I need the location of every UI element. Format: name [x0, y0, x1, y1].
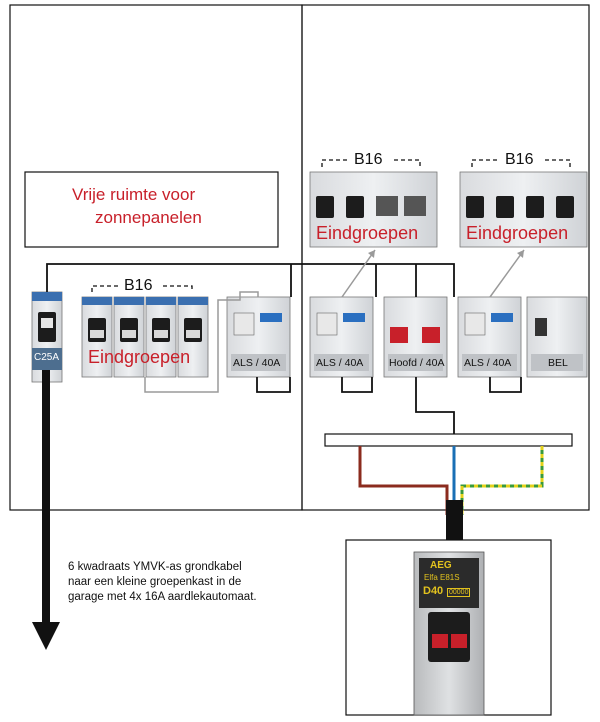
black-wiring — [46, 263, 522, 434]
grey-wiring — [144, 249, 525, 393]
breaker-als-mid — [309, 296, 374, 378]
main-cable — [446, 500, 463, 545]
label-als-left: ALS / 40A — [233, 357, 281, 369]
b16-bracket-left — [91, 285, 193, 292]
breaker-c25a — [31, 291, 63, 383]
label-als-right: ALS / 40A — [464, 357, 512, 369]
aeg-rating: D40 — [423, 585, 444, 597]
label-als-mid: ALS / 40A — [316, 357, 364, 369]
b16-bracket-right — [471, 159, 571, 167]
aeg-breaker — [413, 551, 485, 716]
free-space-box — [24, 171, 279, 248]
cable-note: 6 kwadraats YMVK-as grondkabel naar een … — [68, 560, 308, 605]
eindgroepen-label-left: Eindgroepen — [88, 347, 191, 367]
grey-arrowheads — [368, 250, 524, 258]
cable-note-line-2: naar een kleine groepenkast in de — [68, 576, 242, 588]
b16-bracket-mid — [321, 159, 421, 167]
top-mid-b16-breakers — [309, 171, 438, 248]
bell-transformer — [526, 296, 588, 378]
terminal-bar — [324, 433, 573, 447]
breaker-als-left — [226, 296, 291, 378]
b16-label-right: B16 — [505, 151, 534, 168]
label-hoofd: Hoofd / 40A — [389, 357, 445, 369]
label-c25a: C25A — [34, 352, 60, 363]
top-right-b16-breakers — [459, 171, 588, 248]
label-bel: BEL — [548, 357, 568, 369]
free-space-line-2: zonnepanelen — [95, 208, 202, 227]
aeg-brand: AEG — [430, 560, 452, 571]
eindgroepen-label-mid: Eindgroepen — [316, 223, 419, 243]
b16-label-left: B16 — [124, 277, 153, 294]
cable-note-line-1: 6 kwadraats YMVK-as grondkabel — [68, 561, 242, 573]
aeg-code: 00000 — [447, 588, 471, 597]
aeg-model: Elfa E81S — [424, 573, 460, 582]
panel-left — [9, 4, 303, 511]
left-b16-breakers — [81, 296, 209, 378]
arrow-down-icon — [32, 370, 60, 650]
free-space-line-1: Vrije ruimte voor — [72, 185, 196, 204]
b16-label-mid: B16 — [354, 151, 383, 168]
eindgroepen-label-right: Eindgroepen — [466, 223, 569, 243]
cable-note-line-3: garage met 4x 16A aardlekautomaat. — [68, 591, 257, 603]
breaker-hoofd — [383, 296, 448, 378]
breaker-als-right — [457, 296, 522, 378]
